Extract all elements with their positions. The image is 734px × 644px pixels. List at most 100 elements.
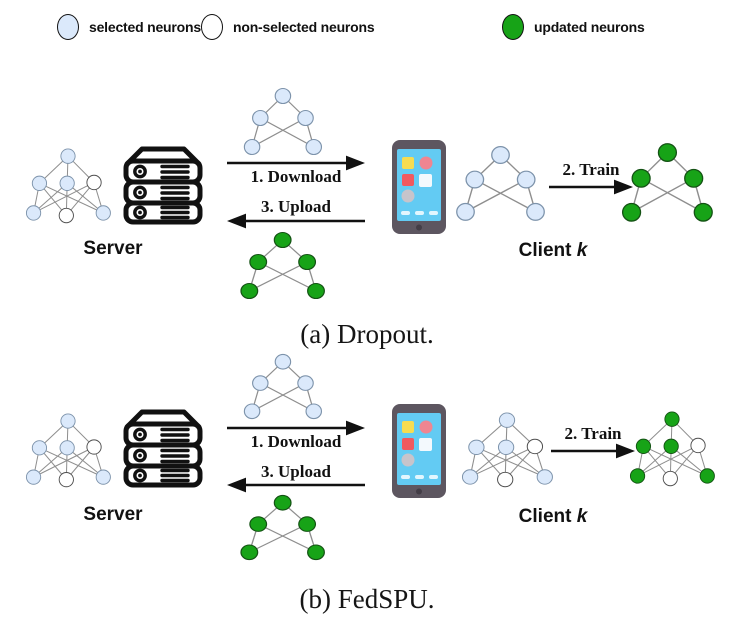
neuron-node-non_selected [526, 438, 544, 455]
smartphone-icon-a [392, 140, 446, 234]
client-label-a: Client k [498, 240, 608, 262]
neuron-node-updated [621, 202, 642, 222]
download-subnetwork-b [243, 353, 323, 420]
neuron-node-updated [631, 168, 651, 188]
synapse-edge [33, 446, 95, 478]
non-selected-neuron-icon [201, 14, 223, 40]
client-k-text: k [576, 506, 588, 527]
neuron-node-selected [305, 138, 323, 156]
neuron-node-updated [240, 282, 259, 300]
neuron-node-selected [252, 375, 269, 391]
synapse-edge [476, 446, 546, 478]
client-model-network-a [456, 146, 545, 221]
train-arrow-a [549, 179, 633, 195]
neuron-node-updated [307, 282, 325, 300]
neuron-node-updated [298, 516, 317, 532]
synapse-edge [260, 117, 315, 148]
synapse-edge [670, 445, 708, 477]
selected-neuron-icon [57, 14, 79, 40]
train-step-label-a: 2. Train [562, 160, 620, 179]
synapse-edge [33, 182, 95, 214]
neuron-node-selected [59, 175, 75, 191]
synapse-edge [251, 117, 306, 148]
train-step-label-b: 2. Train [564, 424, 622, 443]
neuron-node-selected [516, 170, 536, 189]
neuron-node-selected [297, 109, 314, 127]
caption-dropout: (a) Dropout. [300, 319, 434, 349]
neuron-node-selected [305, 403, 323, 420]
neuron-node-non_selected [497, 471, 514, 488]
server-label-a: Server [58, 238, 168, 260]
synapse-edge [640, 177, 704, 213]
client-label-text: Client [518, 240, 572, 261]
upload-arrow-b [227, 477, 365, 493]
neuron-node-non_selected [690, 437, 706, 454]
neuron-node-updated [273, 231, 292, 249]
neuron-node-selected [497, 439, 515, 455]
neuron-node-updated [693, 202, 713, 222]
synapse-edge [474, 178, 536, 213]
neuron-node-selected [491, 146, 510, 164]
synapse-edge [505, 446, 546, 478]
download-arrow-a [227, 155, 365, 171]
neuron-node-updated [635, 438, 652, 454]
neuron-node-updated [699, 468, 715, 484]
synapse-edge [249, 523, 308, 553]
neuron-node-selected [274, 353, 292, 370]
neuron-node-non_selected [662, 470, 678, 487]
neuron-node-updated [307, 544, 325, 561]
neuron-node-updated [240, 544, 259, 561]
synapse-edge [643, 445, 708, 477]
synapse-edge [637, 445, 699, 477]
caption-fedspu: (b) FedSPU. [299, 584, 435, 614]
neuron-node-selected [95, 205, 111, 221]
client-label-b: Client k [498, 506, 608, 528]
synapse-edge [465, 178, 527, 213]
neuron-node-updated [629, 468, 646, 484]
neuron-node-selected [243, 138, 261, 156]
synapse-edge [66, 447, 104, 478]
neuron-node-selected [465, 170, 485, 189]
upload-subnetwork-a [240, 231, 325, 300]
train-arrow-b [551, 443, 635, 459]
synapse-edge [66, 182, 104, 214]
server-label-b: Server [58, 504, 168, 526]
neuron-node-selected [60, 148, 76, 164]
synapse-edge [257, 261, 317, 292]
server-label-text: Server [83, 504, 143, 525]
trained-network-a [621, 143, 713, 222]
neuron-node-selected [31, 175, 48, 191]
neuron-node-selected [526, 202, 545, 221]
neuron-node-updated [664, 411, 680, 427]
neuron-node-selected [274, 87, 292, 105]
upload-subnetwork-b [240, 494, 325, 561]
synapse-edge [249, 261, 308, 292]
legend-item-selected: selected neurons [57, 14, 201, 40]
smartphone-icon-b [392, 404, 446, 498]
neuron-node-selected [25, 205, 42, 221]
synapse-edge [260, 382, 315, 412]
synapse-edge [251, 382, 306, 412]
neuron-node-selected [456, 202, 475, 221]
neuron-node-selected [297, 375, 314, 391]
client-k-text: k [576, 240, 588, 261]
neuron-node-updated [273, 494, 292, 511]
neuron-node-selected [60, 413, 76, 429]
neuron-node-updated [684, 168, 704, 188]
synapse-edge [257, 523, 317, 553]
download-arrow-b [227, 420, 365, 436]
legend-label: updated neurons [534, 19, 645, 35]
legend-item-non-selected: non-selected neurons [201, 14, 375, 40]
upload-arrow-a [227, 213, 365, 229]
neuron-node-selected [536, 469, 553, 485]
upload-step-label-a: 3. Upload [261, 197, 331, 216]
neuron-node-selected [252, 109, 269, 127]
legend-label: non-selected neurons [233, 19, 375, 35]
neuron-node-selected [461, 469, 479, 485]
synapse-edge [39, 447, 104, 478]
synapse-edge [39, 182, 104, 214]
download-subnetwork-a [243, 87, 323, 156]
trained-network-b [629, 411, 715, 487]
neuron-node-non_selected [58, 472, 74, 488]
